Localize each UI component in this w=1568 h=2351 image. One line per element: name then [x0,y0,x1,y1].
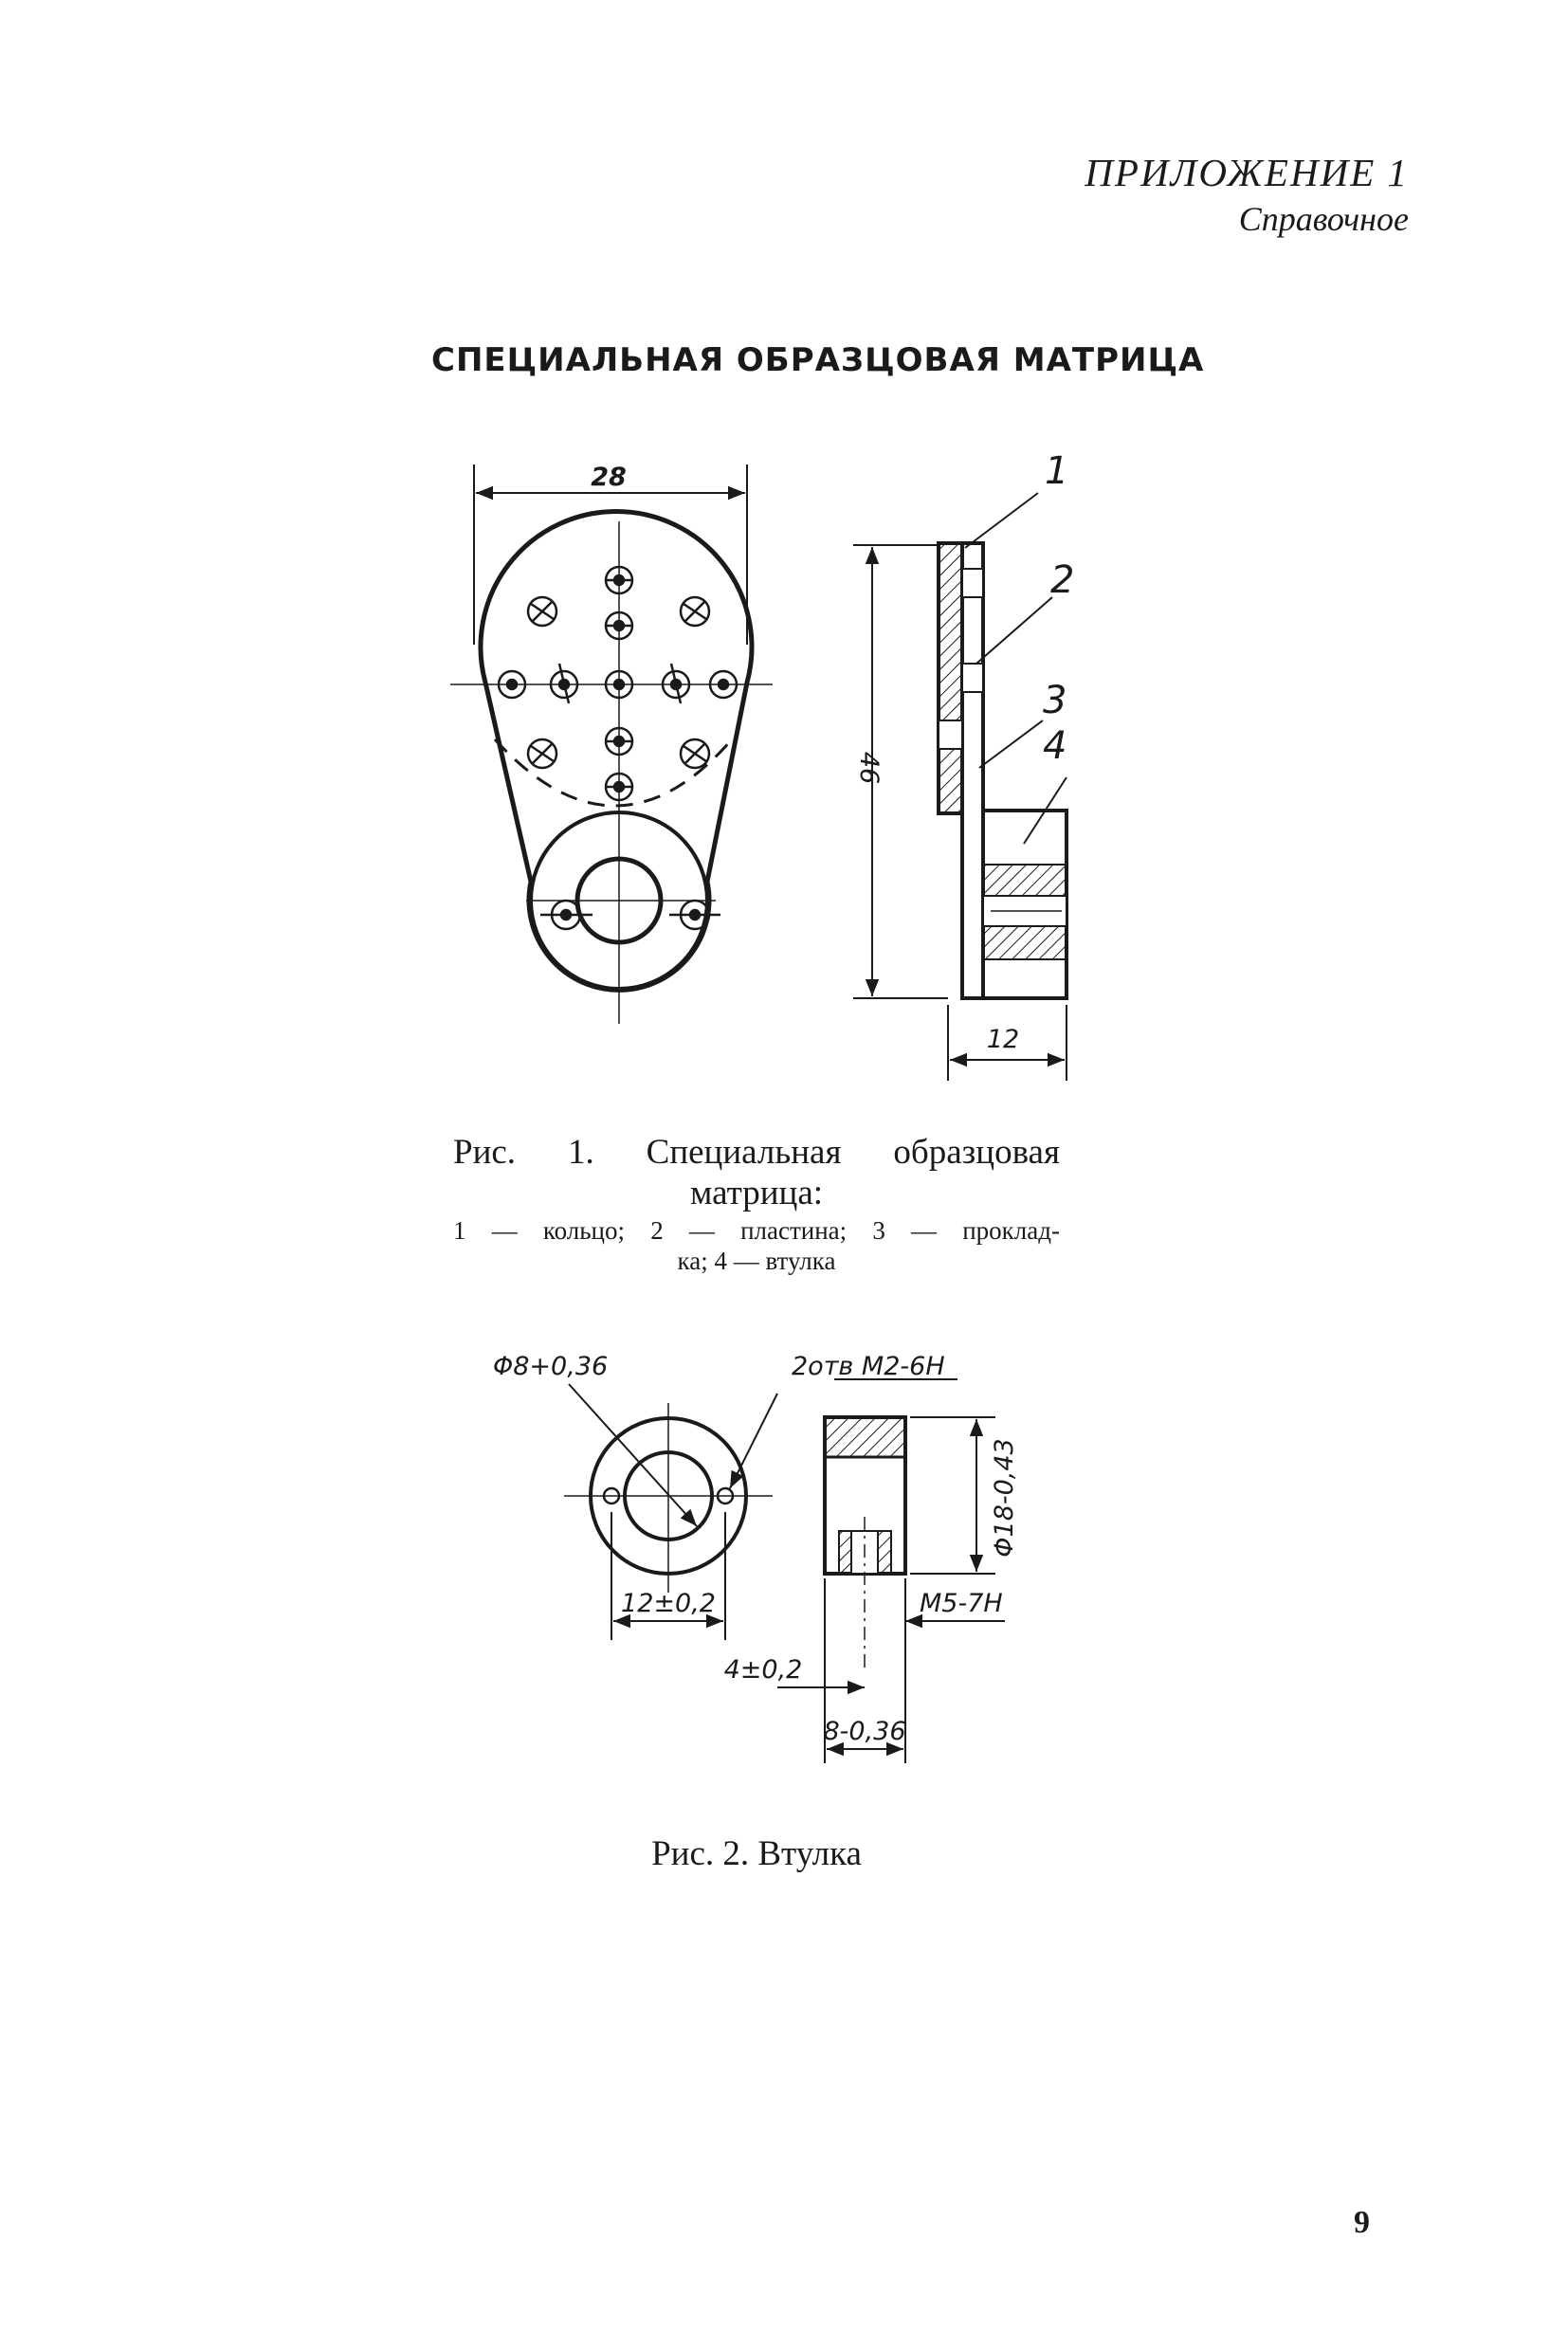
callout-2: 2 [1050,558,1074,602]
figure2-section-view [777,1378,1005,1763]
dim-holes-label: 2отв М2-6Н [792,1352,945,1381]
callout-1: 1 [1045,449,1068,493]
callout-4: 4 [1043,724,1067,768]
figure1-caption: Рис. 1. Специальная образцовая [453,1133,1060,1172]
document-title: СПЕЦИАЛЬНАЯ ОБРАЗЦОВАЯ МАТРИЦА [431,341,1205,379]
figure1-section-view [853,492,1068,1081]
dim-outer-label: Φ18-0,43 [990,1438,1019,1557]
dim-length-label: 8-0,36 [823,1717,905,1746]
appendix-heading: ПРИЛОЖЕНИЕ 1 [1085,151,1409,194]
dim-height-label: 46 [854,752,884,784]
appendix-type: Справочное [1238,200,1409,238]
figure2-front-view [564,1383,778,1640]
page-number: 9 [1354,2205,1370,2240]
dim-thread-label: М5-7Н [920,1589,1003,1618]
dim-width-label: 28 [591,463,627,492]
dim-thickness-label: 12 [987,1025,1019,1054]
figure2-caption: Рис. 2. Втулка [651,1834,862,1873]
figure1-front-view [450,465,773,1024]
figure1-legend-cont: ка; 4 — втулка [677,1247,836,1275]
callout-3: 3 [1043,679,1067,722]
figure1-caption-cont: матрица: [689,1174,824,1212]
dim-offset-label: 4±0,2 [724,1655,803,1685]
dim-bore-label: Φ8+0,36 [493,1352,608,1381]
figure1-legend: 1 — кольцо; 2 — пластина; 3 — проклад- [453,1216,1060,1245]
dim-pitch-label: 12±0,2 [621,1589,716,1618]
